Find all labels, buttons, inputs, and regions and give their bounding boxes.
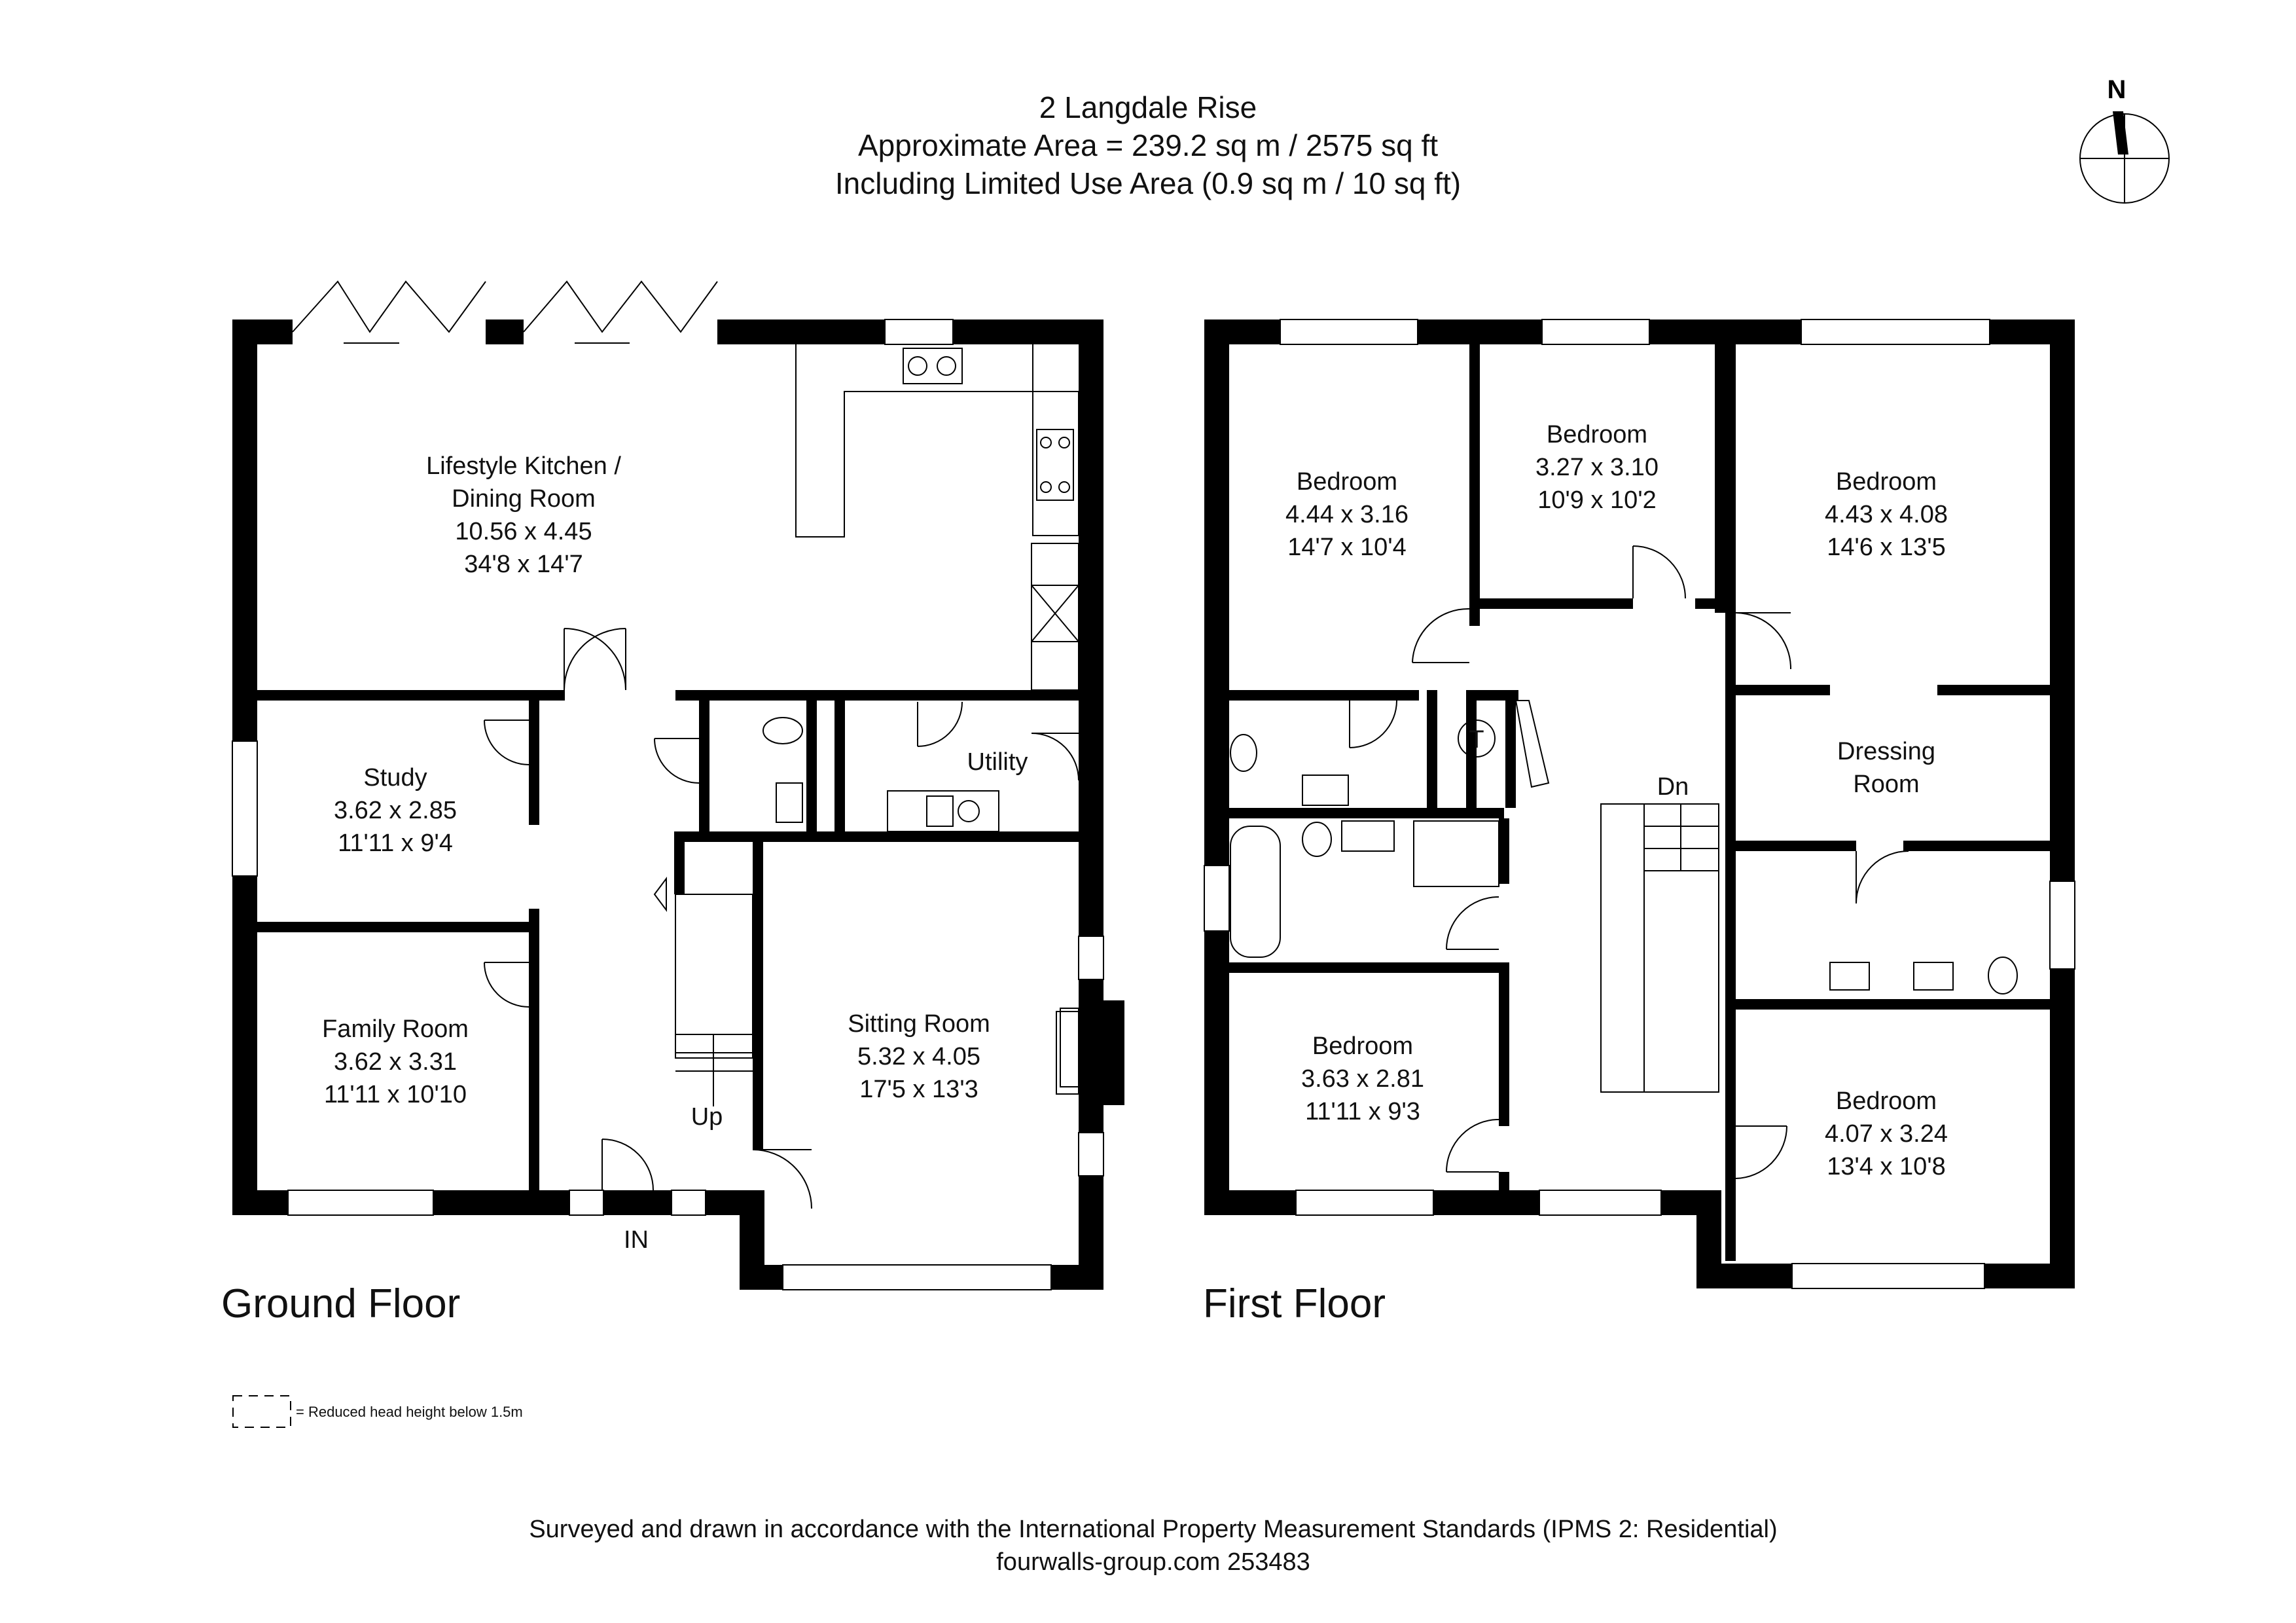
survey-standard-note: Surveyed and drawn in accordance with th… [529,1516,1777,1543]
bedroom-1-name: Bedroom [1297,468,1397,496]
study-metric: 3.62 x 2.85 [334,797,457,824]
bedroom-3-name: Bedroom [1836,468,1937,496]
bedroom-4-imperial: 11'11 x 9'3 [1305,1098,1420,1125]
tank-label: T [1469,726,1484,754]
sitting-room-imperial: 17'5 x 13'3 [859,1076,978,1103]
bedroom-4-name: Bedroom [1312,1032,1413,1060]
first-floor-plan [1204,319,2075,1289]
bedroom-4-metric: 3.63 x 2.81 [1301,1065,1424,1093]
kitchen-name-line1: Lifestyle Kitchen / [426,452,621,480]
bedroom-1-imperial: 14'7 x 10'4 [1287,534,1406,561]
compass-icon [2079,111,2170,204]
family-room-metric: 3.62 x 3.31 [334,1048,457,1076]
kitchen-imperial: 34'8 x 14'7 [464,551,583,578]
family-room-name: Family Room [322,1015,469,1043]
ground-floor-title: Ground Floor [221,1281,460,1326]
surveyor-reference: fourwalls-group.com 253483 [996,1548,1310,1576]
bedroom-2-metric: 3.27 x 3.10 [1535,454,1659,481]
first-floor-title: First Floor [1203,1281,1386,1326]
reduced-head-height-legend-swatch [232,1395,291,1428]
utility-name: Utility [967,748,1028,776]
stairs-up-label: Up [691,1103,723,1131]
stairs-down-label: Dn [1657,773,1689,801]
bedroom-2-imperial: 10'9 x 10'2 [1537,486,1656,514]
bedroom-5-name: Bedroom [1836,1087,1937,1115]
approximate-area: Approximate Area = 239.2 sq m / 2575 sq … [858,128,1438,162]
sitting-room-metric: 5.32 x 4.05 [857,1043,980,1070]
bedroom-3-imperial: 14'6 x 13'5 [1827,534,1945,561]
ground-floor-plan [232,280,1124,1290]
dressing-room-name-line2: Room [1853,771,1919,798]
dressing-room-name-line1: Dressing [1837,738,1935,765]
bedroom-2-name: Bedroom [1547,421,1647,448]
family-room-imperial: 11'11 x 10'10 [324,1081,467,1108]
kitchen-name-line2: Dining Room [452,485,596,513]
limited-use-area: Including Limited Use Area (0.9 sq m / 1… [835,166,1461,200]
bedroom-1-metric: 4.44 x 3.16 [1285,501,1408,528]
bedroom-3-metric: 4.43 x 4.08 [1825,501,1948,528]
property-address: 2 Langdale Rise [1039,90,1257,124]
entrance-label: IN [624,1226,649,1254]
study-name: Study [363,764,427,792]
study-imperial: 11'11 x 9'4 [338,830,453,857]
bedroom-5-imperial: 13'4 x 10'8 [1827,1153,1945,1180]
legend-text: = Reduced head height below 1.5m [296,1404,523,1420]
bedroom-5-metric: 4.07 x 3.24 [1825,1120,1948,1148]
compass-north-label: N [2108,75,2126,104]
kitchen-metric: 10.56 x 4.45 [455,518,592,545]
sitting-room-name: Sitting Room [848,1010,990,1038]
